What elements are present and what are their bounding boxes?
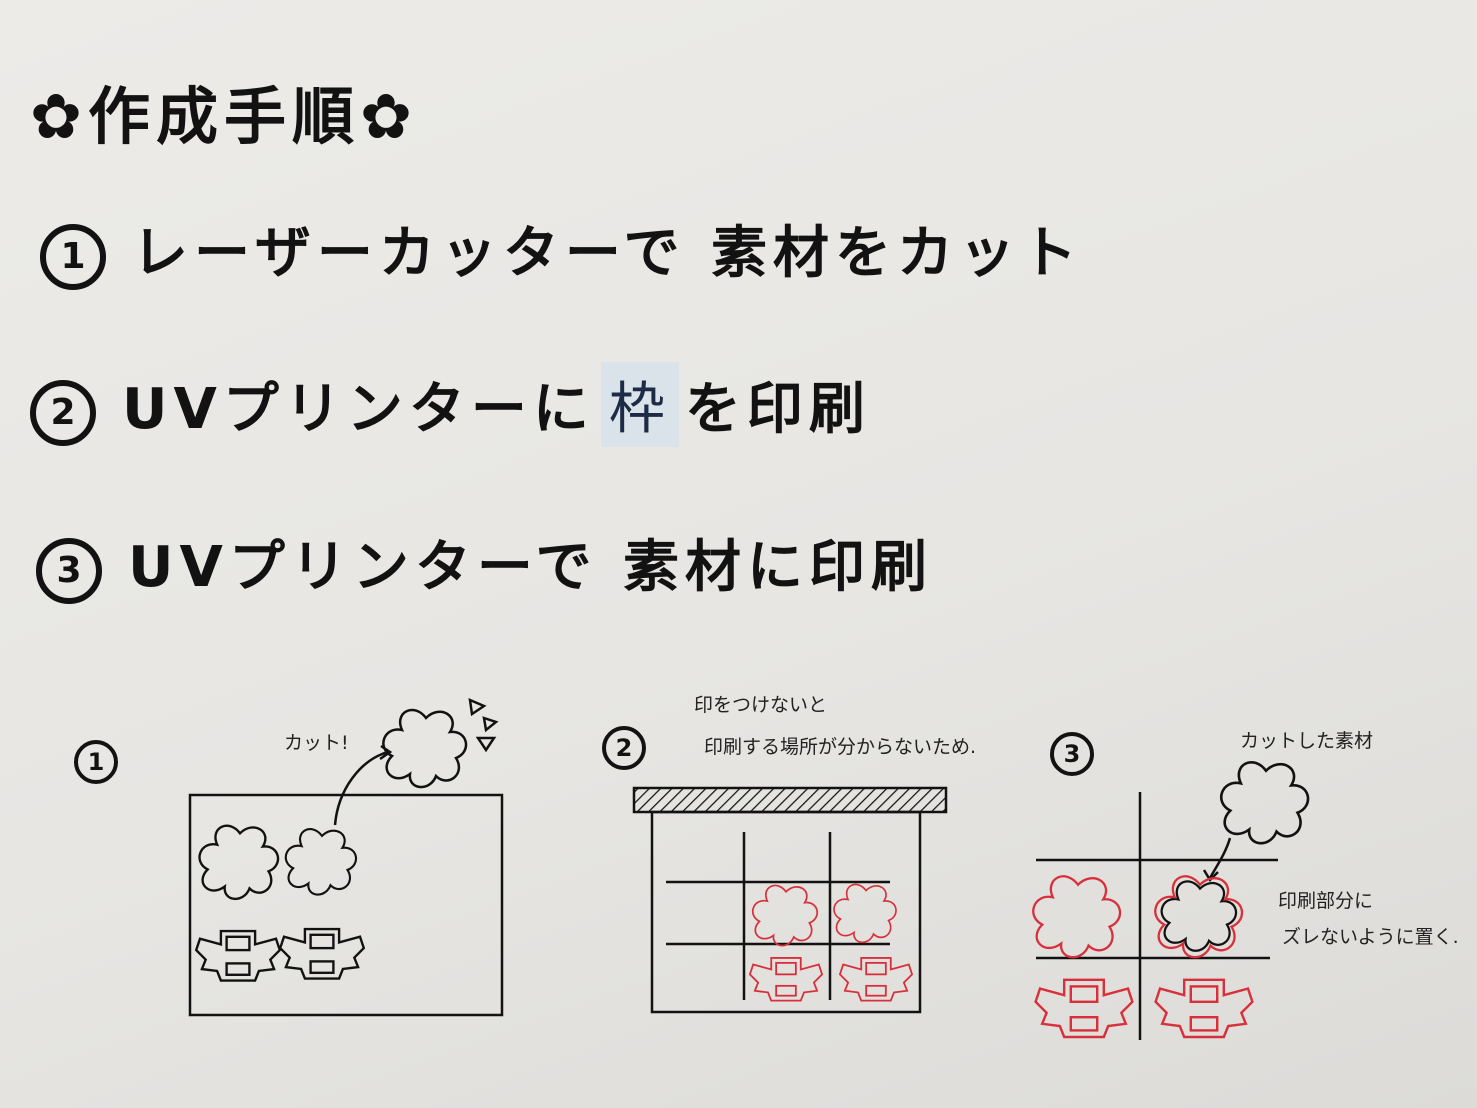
cut-arrow-head xyxy=(379,744,393,761)
taped-correction: 枠 xyxy=(600,362,679,447)
flower-outline xyxy=(198,824,280,901)
page-title: ✿作成手順✿ xyxy=(30,80,418,153)
diagram-3-note-top: カットした素材 xyxy=(1240,730,1374,752)
step-number-1: 1 xyxy=(40,223,106,290)
step-1-text: レーザーカッターで 素材をカット xyxy=(132,221,1084,286)
diagram-3-note-right-line2: ズレないように置く. xyxy=(1282,926,1459,948)
diagram-3-number: 3 xyxy=(1050,732,1094,776)
diagram-3 xyxy=(1032,760,1310,1040)
printed-frame-flower xyxy=(833,883,897,944)
spark xyxy=(475,736,497,753)
print-bed xyxy=(650,810,922,1014)
placement-arrow-head xyxy=(1202,869,1219,883)
spark xyxy=(482,716,499,733)
diagram-2-number: 2 xyxy=(602,726,646,770)
diagram-1-note: カット! xyxy=(284,732,349,754)
step-number-3: 3 xyxy=(36,537,102,604)
diagram-2-note-line2: 印刷する場所が分からないため. xyxy=(704,736,977,758)
material-sheet xyxy=(188,793,504,1017)
step-2-text: UVプリンターに xyxy=(122,377,595,442)
diagram-3-note-right-line1: 印刷部分に xyxy=(1278,890,1374,912)
spark xyxy=(468,697,487,717)
printed-frame-tag xyxy=(1154,978,1254,1039)
diagram-2 xyxy=(632,786,948,1014)
printed-frame-flower xyxy=(751,884,819,947)
tag-outline xyxy=(279,927,365,980)
cut-arrow xyxy=(333,750,389,826)
cut-material-flower xyxy=(1219,760,1310,845)
diagram-1 xyxy=(188,697,504,1017)
placement-arrow xyxy=(1208,837,1232,879)
diagram-2-note-line1: 印をつけないと xyxy=(694,694,828,716)
printed-frame-tag xyxy=(1034,978,1134,1039)
step-3: 3 UVプリンターで 素材に印刷 xyxy=(36,522,933,604)
diagram-1-number: 1 xyxy=(74,740,118,784)
cut-flower xyxy=(382,708,468,789)
tag-outline xyxy=(195,929,281,982)
step-2: 2 UVプリンターに枠を印刷 xyxy=(30,362,871,447)
printer-rail xyxy=(632,786,948,814)
step-2-text-end: を印刷 xyxy=(684,377,871,442)
step-3-text: UVプリンターで 素材に印刷 xyxy=(128,535,933,600)
step-number-2: 2 xyxy=(30,379,96,446)
printed-frame-tag xyxy=(749,957,823,1002)
printed-frame-tag xyxy=(839,957,913,1002)
flower-outline xyxy=(284,828,358,896)
printed-frame-flower xyxy=(1032,875,1122,959)
step-1: 1 レーザーカッターで 素材をカット xyxy=(40,208,1083,290)
